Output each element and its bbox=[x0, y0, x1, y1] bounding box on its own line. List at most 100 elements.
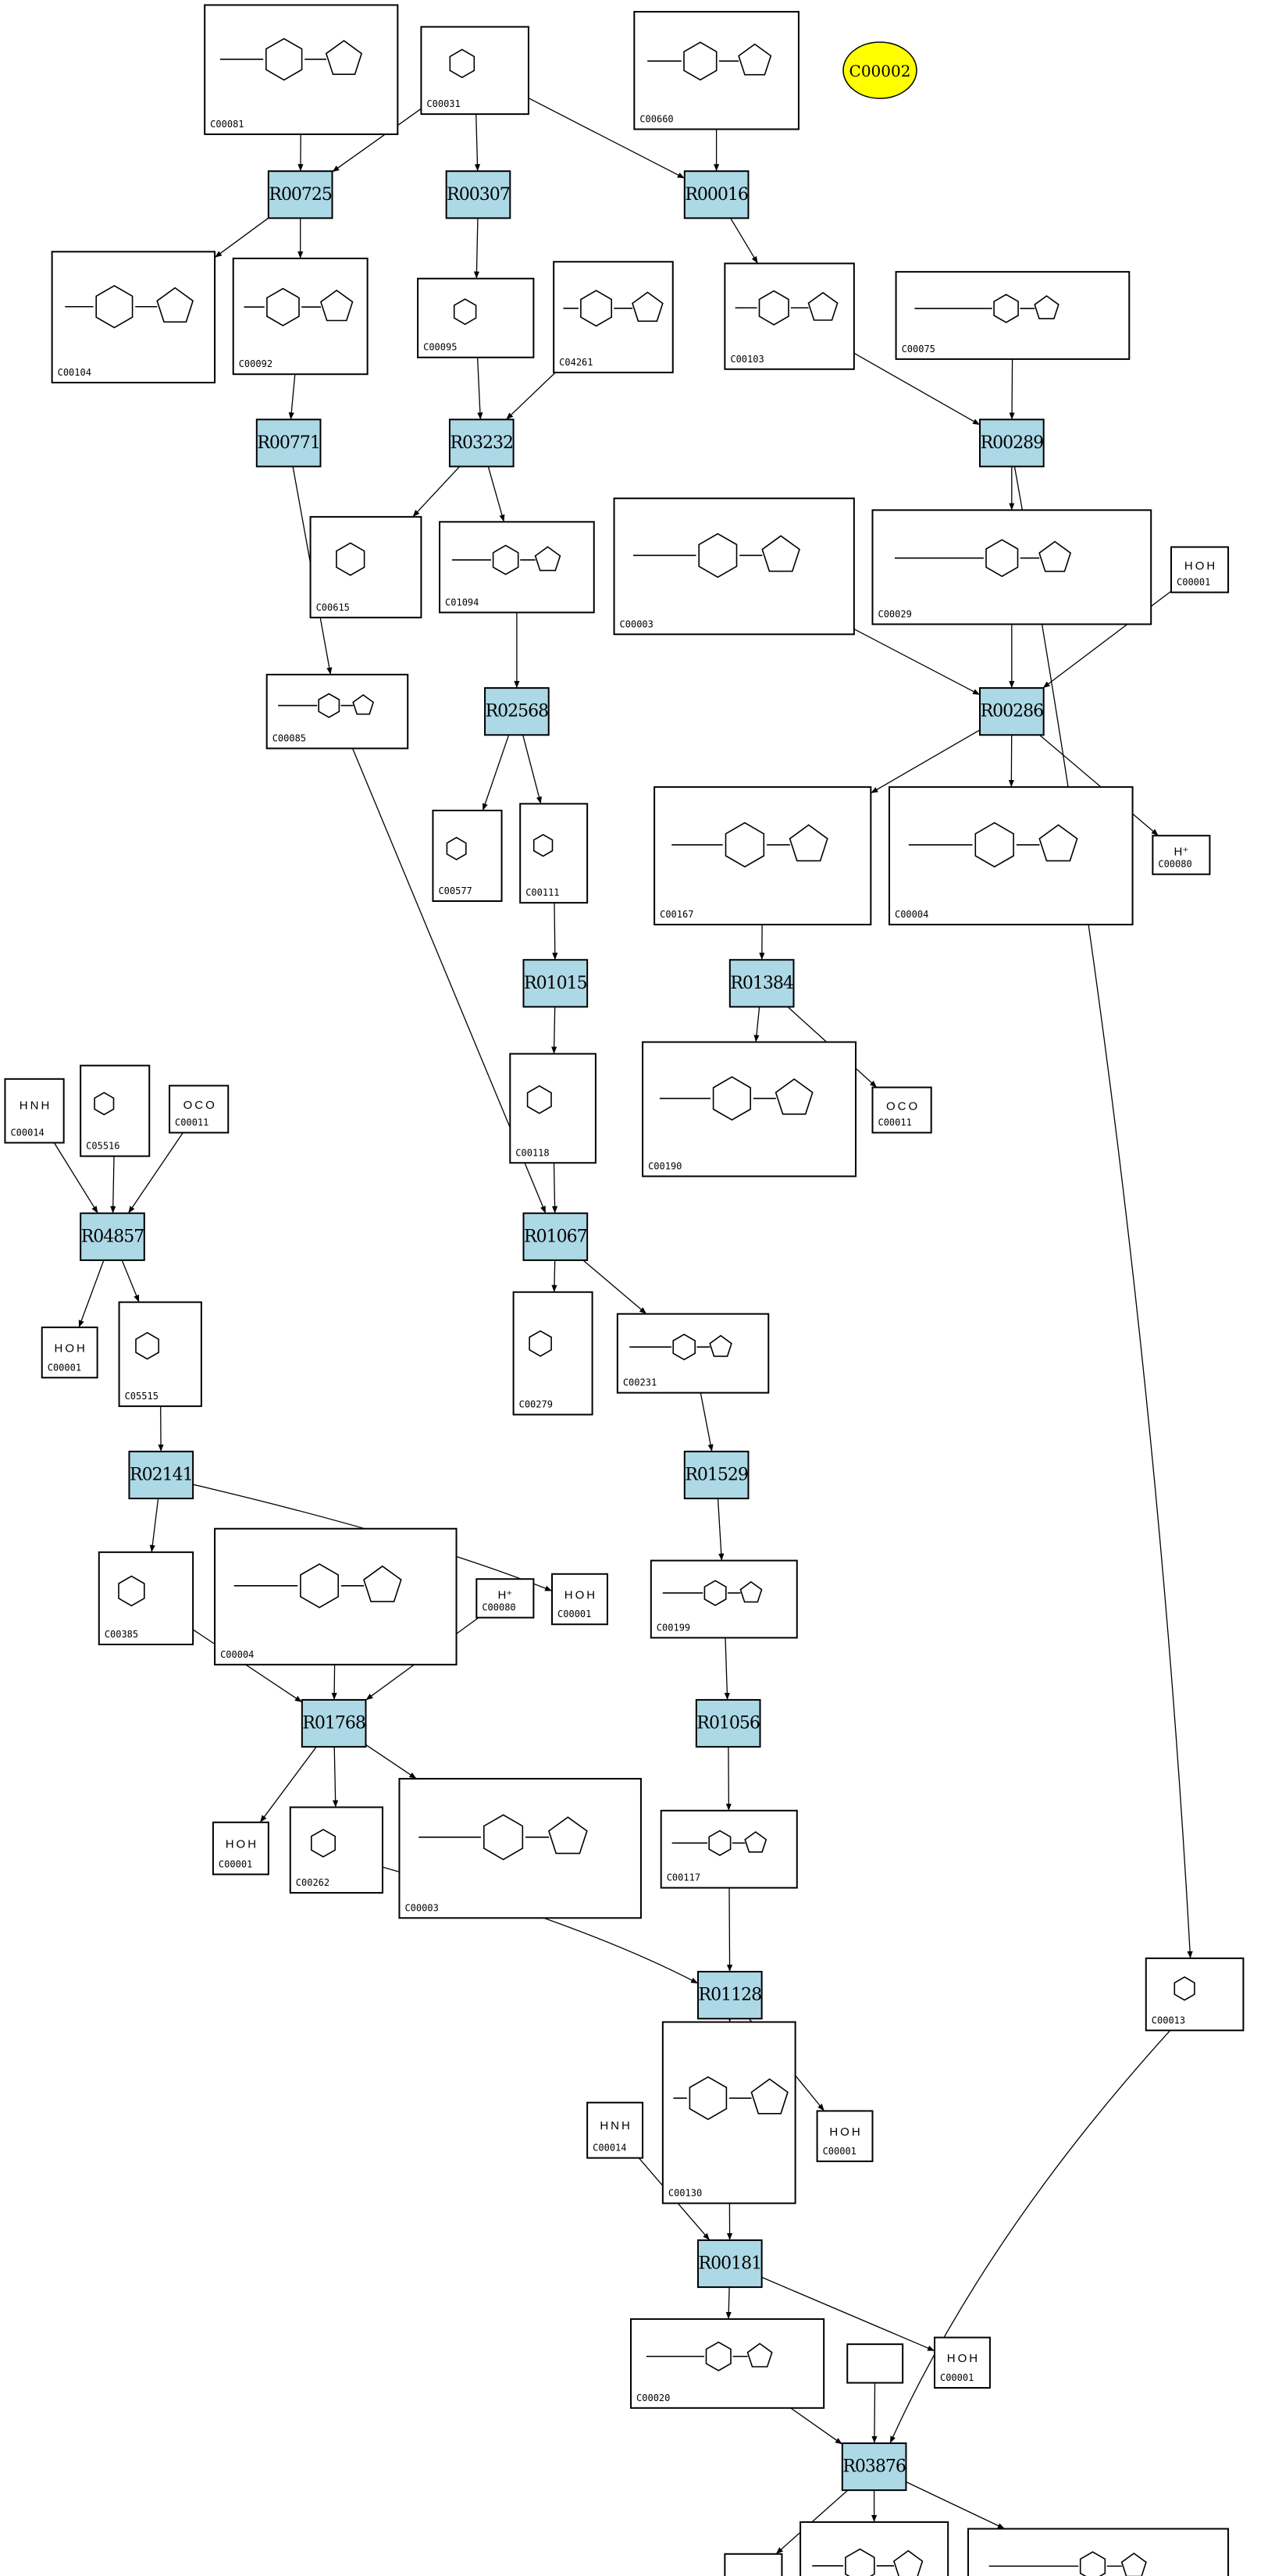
reaction-node[interactable]: R00289 bbox=[979, 419, 1045, 468]
reaction-node[interactable]: R01384 bbox=[728, 959, 795, 1008]
compound-box[interactable] bbox=[214, 1527, 458, 1666]
compound-box[interactable] bbox=[816, 2110, 874, 2162]
compound-box[interactable] bbox=[519, 803, 589, 904]
reaction-box[interactable] bbox=[683, 1450, 750, 1500]
compound-box[interactable] bbox=[1170, 546, 1230, 593]
compound-box[interactable] bbox=[432, 809, 503, 903]
compound-box[interactable] bbox=[265, 673, 409, 750]
compound-node[interactable]: C00167 bbox=[654, 786, 872, 926]
compound-box[interactable] bbox=[169, 1085, 230, 1134]
compound-node[interactable]: H⁺C00080 bbox=[1152, 835, 1211, 875]
compound-box[interactable] bbox=[586, 2101, 644, 2159]
compound-node[interactable]: C00085 bbox=[265, 673, 409, 750]
compound-node[interactable]: C00103 bbox=[724, 262, 855, 370]
compound-box[interactable] bbox=[642, 1041, 857, 1178]
reaction-box[interactable] bbox=[301, 1698, 367, 1748]
compound-box[interactable] bbox=[289, 1806, 383, 1894]
compound-box[interactable] bbox=[475, 1578, 535, 1619]
compound-box[interactable] bbox=[309, 515, 422, 618]
reaction-box[interactable] bbox=[979, 687, 1045, 736]
reaction-node[interactable]: R00016 bbox=[683, 170, 750, 219]
reaction-node[interactable]: R03232 bbox=[448, 419, 515, 468]
compound-node[interactable]: C00279 bbox=[512, 1291, 593, 1416]
highlight-ellipse[interactable] bbox=[842, 41, 917, 99]
compound-node[interactable]: C00013 bbox=[1145, 1957, 1245, 2032]
compound-node[interactable]: C00130 bbox=[661, 2021, 796, 2204]
reaction-node[interactable]: R00725 bbox=[267, 170, 333, 219]
reaction-box[interactable] bbox=[522, 1212, 589, 1261]
compound-box[interactable] bbox=[616, 1313, 770, 1394]
compound-node[interactable]: C00385 bbox=[98, 1551, 194, 1646]
reaction-box[interactable] bbox=[267, 170, 333, 219]
compound-node[interactable]: C00003 bbox=[613, 497, 855, 636]
compound-node[interactable]: C00190 bbox=[642, 1041, 857, 1178]
compound-box[interactable] bbox=[51, 251, 216, 383]
compound-node[interactable]: C00262 bbox=[289, 1806, 383, 1894]
compound-node[interactable]: C00002 bbox=[967, 2528, 1230, 2576]
compound-node[interactable]: C00117 bbox=[660, 1809, 798, 1889]
compound-box[interactable] bbox=[630, 2318, 825, 2409]
reaction-box[interactable] bbox=[522, 959, 589, 1008]
compound-box[interactable] bbox=[420, 26, 529, 116]
reaction-node[interactable]: R03876 bbox=[841, 2442, 907, 2492]
compound-node[interactable] bbox=[724, 2553, 783, 2576]
compound-box[interactable] bbox=[509, 1053, 597, 1164]
compound-box[interactable] bbox=[661, 2021, 796, 2204]
compound-box[interactable] bbox=[553, 261, 674, 374]
compound-node[interactable]: H⁺C00080 bbox=[475, 1578, 535, 1619]
compound-box[interactable] bbox=[232, 257, 369, 376]
compound-node[interactable]: C00111 bbox=[519, 803, 589, 904]
compound-box[interactable] bbox=[118, 1301, 202, 1407]
reaction-node[interactable]: R00771 bbox=[255, 419, 322, 468]
compound-node[interactable]: C00104 bbox=[51, 251, 216, 383]
compound-node[interactable]: C00615 bbox=[309, 515, 422, 618]
compound-box[interactable] bbox=[933, 2336, 991, 2389]
compound-node[interactable]: C00081 bbox=[204, 4, 399, 135]
compound-box[interactable] bbox=[4, 1078, 65, 1144]
reaction-box[interactable] bbox=[255, 419, 322, 468]
reaction-box[interactable] bbox=[696, 2239, 763, 2289]
reaction-node[interactable]: R02568 bbox=[484, 687, 550, 736]
compound-box[interactable] bbox=[724, 2553, 783, 2576]
reaction-box[interactable] bbox=[979, 419, 1045, 468]
reaction-node[interactable]: R01768 bbox=[301, 1698, 367, 1748]
reaction-box[interactable] bbox=[448, 419, 515, 468]
reaction-node[interactable]: R01015 bbox=[522, 959, 589, 1008]
reaction-node[interactable]: R00307 bbox=[445, 170, 511, 219]
reaction-node[interactable]: R04857 bbox=[80, 1212, 145, 1261]
compound-node[interactable]: C00075 bbox=[895, 271, 1131, 360]
compound-box[interactable] bbox=[80, 1064, 151, 1157]
compound-box[interactable] bbox=[98, 1551, 194, 1646]
compound-box[interactable] bbox=[439, 521, 595, 614]
compound-box[interactable] bbox=[212, 1821, 269, 1876]
reaction-node[interactable]: R01067 bbox=[522, 1212, 589, 1261]
reaction-box[interactable] bbox=[128, 1450, 194, 1500]
reaction-box[interactable] bbox=[484, 687, 550, 736]
compound-node[interactable]: C00029 bbox=[871, 509, 1152, 625]
reaction-node[interactable]: R01056 bbox=[695, 1698, 761, 1748]
reaction-node[interactable]: R01128 bbox=[696, 1971, 763, 2020]
compound-box[interactable] bbox=[41, 1326, 98, 1379]
compound-node[interactable]: C00004 bbox=[214, 1527, 458, 1666]
compound-node[interactable]: C05516 bbox=[80, 1064, 151, 1157]
compound-box[interactable] bbox=[871, 509, 1152, 625]
highlight-node[interactable]: C00002 bbox=[842, 41, 917, 99]
compound-node[interactable]: C00660 bbox=[633, 11, 800, 130]
compound-node[interactable]: C00231 bbox=[616, 1313, 770, 1394]
compound-node[interactable]: C00577 bbox=[432, 809, 503, 903]
compound-box[interactable] bbox=[846, 2343, 904, 2384]
compound-box[interactable] bbox=[888, 786, 1134, 926]
compound-node[interactable]: C04261 bbox=[553, 261, 674, 374]
compound-node[interactable]: C00092 bbox=[232, 257, 369, 376]
compound-node[interactable]: C00020 bbox=[630, 2318, 825, 2409]
reaction-box[interactable] bbox=[683, 170, 750, 219]
compound-node[interactable]: C00031 bbox=[420, 26, 529, 116]
